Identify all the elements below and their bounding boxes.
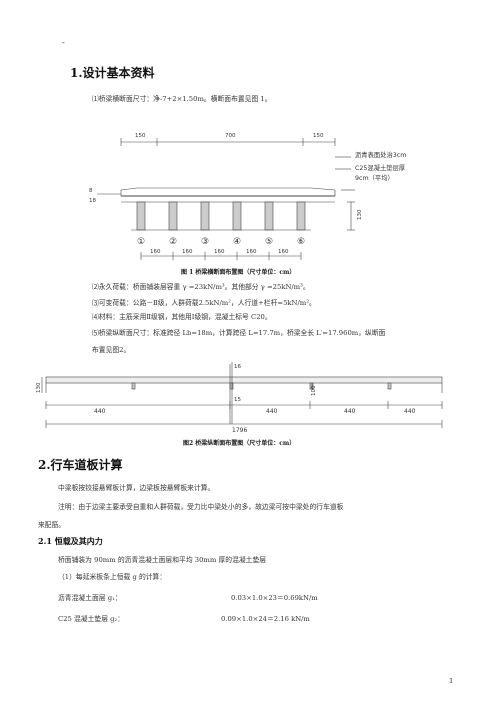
section-1-paragraph-5a: ⑸桥梁纵断面尺寸：标准跨径 Lb=18m，计算跨径 L=17.7m，桥梁全长 L…: [92, 329, 386, 337]
beam-numbers: ① ② ③ ④ ⑤ ⑥: [137, 237, 305, 247]
dim-left: 150: [135, 133, 146, 139]
svg-text:160: 160: [150, 249, 161, 255]
svg-text:160: 160: [246, 249, 257, 255]
dim-middle: 700: [225, 133, 236, 139]
layer-label-1: 沥青表面处治3cm: [355, 150, 406, 159]
svg-text:160: 160: [182, 249, 193, 255]
section-2-note-a: 注明：由于边梁主要承受自重和人群荷载，受力比中梁处小的多，故边梁可按中梁处的行车…: [58, 503, 344, 511]
section-1-paragraph-2: ⑵永久荷载：桥面铺装层容重 γ =23kN/m³。其他部分 γ =25kN/m³…: [92, 283, 310, 291]
section-1-paragraph-1: ⑴桥梁横断面尺寸：净-7+2×1.50m。横断面布置见图 1。: [92, 95, 272, 103]
svg-text:⑤: ⑤: [265, 237, 273, 247]
section-1-title: 1.设计基本资料: [70, 66, 155, 80]
svg-text:440: 440: [266, 408, 278, 415]
total-length-label: 1796: [232, 427, 247, 434]
row-2-value: 0.09×1.0×24＝2.16 kN/m: [221, 615, 310, 623]
figure-2-caption: 图2 桥梁纵断面布置图（尺寸单位：cm）: [183, 440, 296, 447]
left-label-a: 8: [89, 188, 93, 194]
figure-1-caption: 图 1 桥梁横断面布置图（尺寸单位：cm）: [181, 269, 296, 276]
svg-text:②: ②: [169, 237, 177, 247]
svg-text:440: 440: [94, 408, 106, 415]
section-2-note-b: 来配筋。: [38, 521, 66, 529]
section-1-paragraph-4: ⑷材料：主筋采用Ⅱ级钢，其他用Ⅰ级钢，混凝土标号 C20。: [92, 313, 272, 321]
svg-text:440: 440: [404, 408, 416, 415]
section-2-paragraph-4: （1）每延米板条上恒载 g 的计算：: [58, 573, 167, 581]
row-1-value: 0.03×1.0×23＝0.69kN/m: [231, 594, 318, 602]
svg-text:160: 160: [278, 249, 289, 255]
row-2-label: C25 混凝土垫层 g₂：: [58, 615, 125, 623]
rib-label: 15: [234, 397, 241, 403]
svg-text:440: 440: [344, 408, 356, 415]
deck-slab: [45, 376, 443, 384]
girder-webs: [136, 201, 306, 231]
longitudinal-section-figure: 16 130 15 100 440 440 440 440 1796: [36, 362, 443, 434]
section-2-title: 2.行车道板计算: [38, 458, 123, 472]
svg-text:①: ①: [137, 237, 145, 247]
layer-label-2: C25混凝土垫层厚: [355, 163, 406, 172]
layer-label-3: 9cm（平均）: [355, 173, 394, 182]
svg-text:④: ④: [233, 237, 241, 247]
cross-section-figure: 150 700 150 沥青表面处治3cm C25混凝土垫层厚 9cm（平均） …: [89, 133, 406, 260]
section-2-paragraph-1: 中梁板按铰接悬臂板计算，边梁板按悬臂板来计算。: [58, 484, 215, 492]
header-mark: -: [62, 38, 65, 47]
svg-text:③: ③: [201, 237, 209, 247]
section-1-paragraph-3: ⑶可变荷载：公路－Ⅱ级，人群荷载2.5kN/m²，人行道+栏杆=5kN/m²。: [92, 299, 316, 307]
beam-spacing-labels: 160 160 160 160 160: [150, 249, 289, 255]
left-height-label: 130: [36, 382, 42, 393]
row-1-label: 沥青混凝土面层 g₁：: [58, 594, 122, 602]
height-label: 130: [357, 209, 363, 220]
deck-surface: [120, 187, 336, 197]
section-1-paragraph-5b: 布置见图2。: [92, 346, 131, 354]
top-dim-label: 16: [234, 364, 241, 370]
middle-height-label: 100: [311, 385, 317, 396]
page-number: 1: [449, 677, 454, 685]
span-labels: 440 440 440 440: [94, 408, 416, 415]
dim-right: 150: [313, 133, 324, 139]
left-label-b: 18: [89, 198, 96, 204]
subsection-2-1-title: 2.1 恒载及其内力: [38, 536, 103, 546]
section-2-paragraph-3: 桥面铺装为 90mm 的沥青混凝土面层和平均 30mm 厚的混凝土垫层: [58, 556, 267, 564]
svg-text:⑥: ⑥: [297, 237, 305, 247]
svg-text:160: 160: [214, 249, 225, 255]
